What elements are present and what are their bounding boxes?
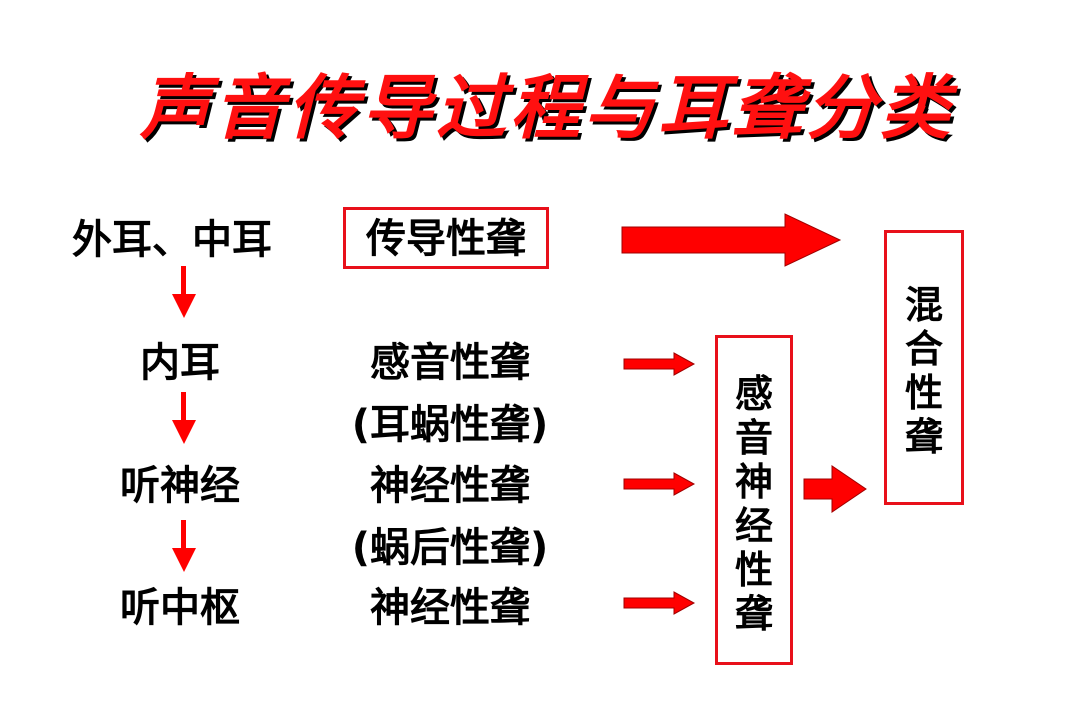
- sensorineural-char: 音: [734, 416, 773, 460]
- down-arrow-2: [172, 392, 196, 444]
- pathway-inner-ear: 内耳: [140, 340, 220, 386]
- type-sensory: 感音性聋: [370, 340, 530, 386]
- mixed-box: 混 合 性 聋: [884, 230, 964, 505]
- neural1-to-sensorineural-arrow: [623, 472, 696, 496]
- mixed-char: 聋: [904, 415, 943, 459]
- sensorineural-char: 经: [734, 504, 773, 548]
- mixed-char: 性: [904, 371, 943, 415]
- sensorineural-box: 感 音 神 经 性 聋: [715, 335, 793, 665]
- mixed-label: 混 合 性 聋: [887, 283, 961, 459]
- sensorineural-label: 感 音 神 经 性 聋: [718, 372, 790, 636]
- type-conductive: 传导性聋: [366, 216, 526, 262]
- conductive-box: [343, 207, 549, 269]
- mixed-char: 混: [904, 283, 943, 327]
- sensorineural-char: 聋: [734, 592, 773, 636]
- type-neural-2: 神经性聋: [370, 585, 530, 631]
- neural2-to-sensorineural-arrow: [623, 591, 696, 615]
- mixed-char: 合: [904, 327, 943, 371]
- pathway-outer-middle-ear: 外耳、中耳: [72, 217, 272, 263]
- pathway-auditory-center: 听中枢: [120, 585, 240, 631]
- type-neural-1: 神经性聋: [370, 463, 530, 509]
- sensorineural-char: 感: [734, 372, 773, 416]
- down-arrow-1: [172, 266, 196, 318]
- sensorineural-to-mixed-arrow: [803, 465, 867, 513]
- type-cochlear: (耳蜗性聋): [351, 402, 549, 448]
- pathway-auditory-nerve: 听神经: [120, 463, 240, 509]
- conductive-to-mixed-arrow: [621, 213, 842, 267]
- down-arrow-3: [172, 520, 196, 572]
- sensorineural-char: 性: [734, 548, 773, 592]
- type-retrocochlear: (蜗后性聋): [351, 525, 549, 571]
- sensory-to-sensorineural-arrow: [623, 352, 696, 376]
- page-title: 声音传导过程与耳聋分类: [140, 66, 954, 149]
- sensorineural-char: 神: [734, 460, 773, 504]
